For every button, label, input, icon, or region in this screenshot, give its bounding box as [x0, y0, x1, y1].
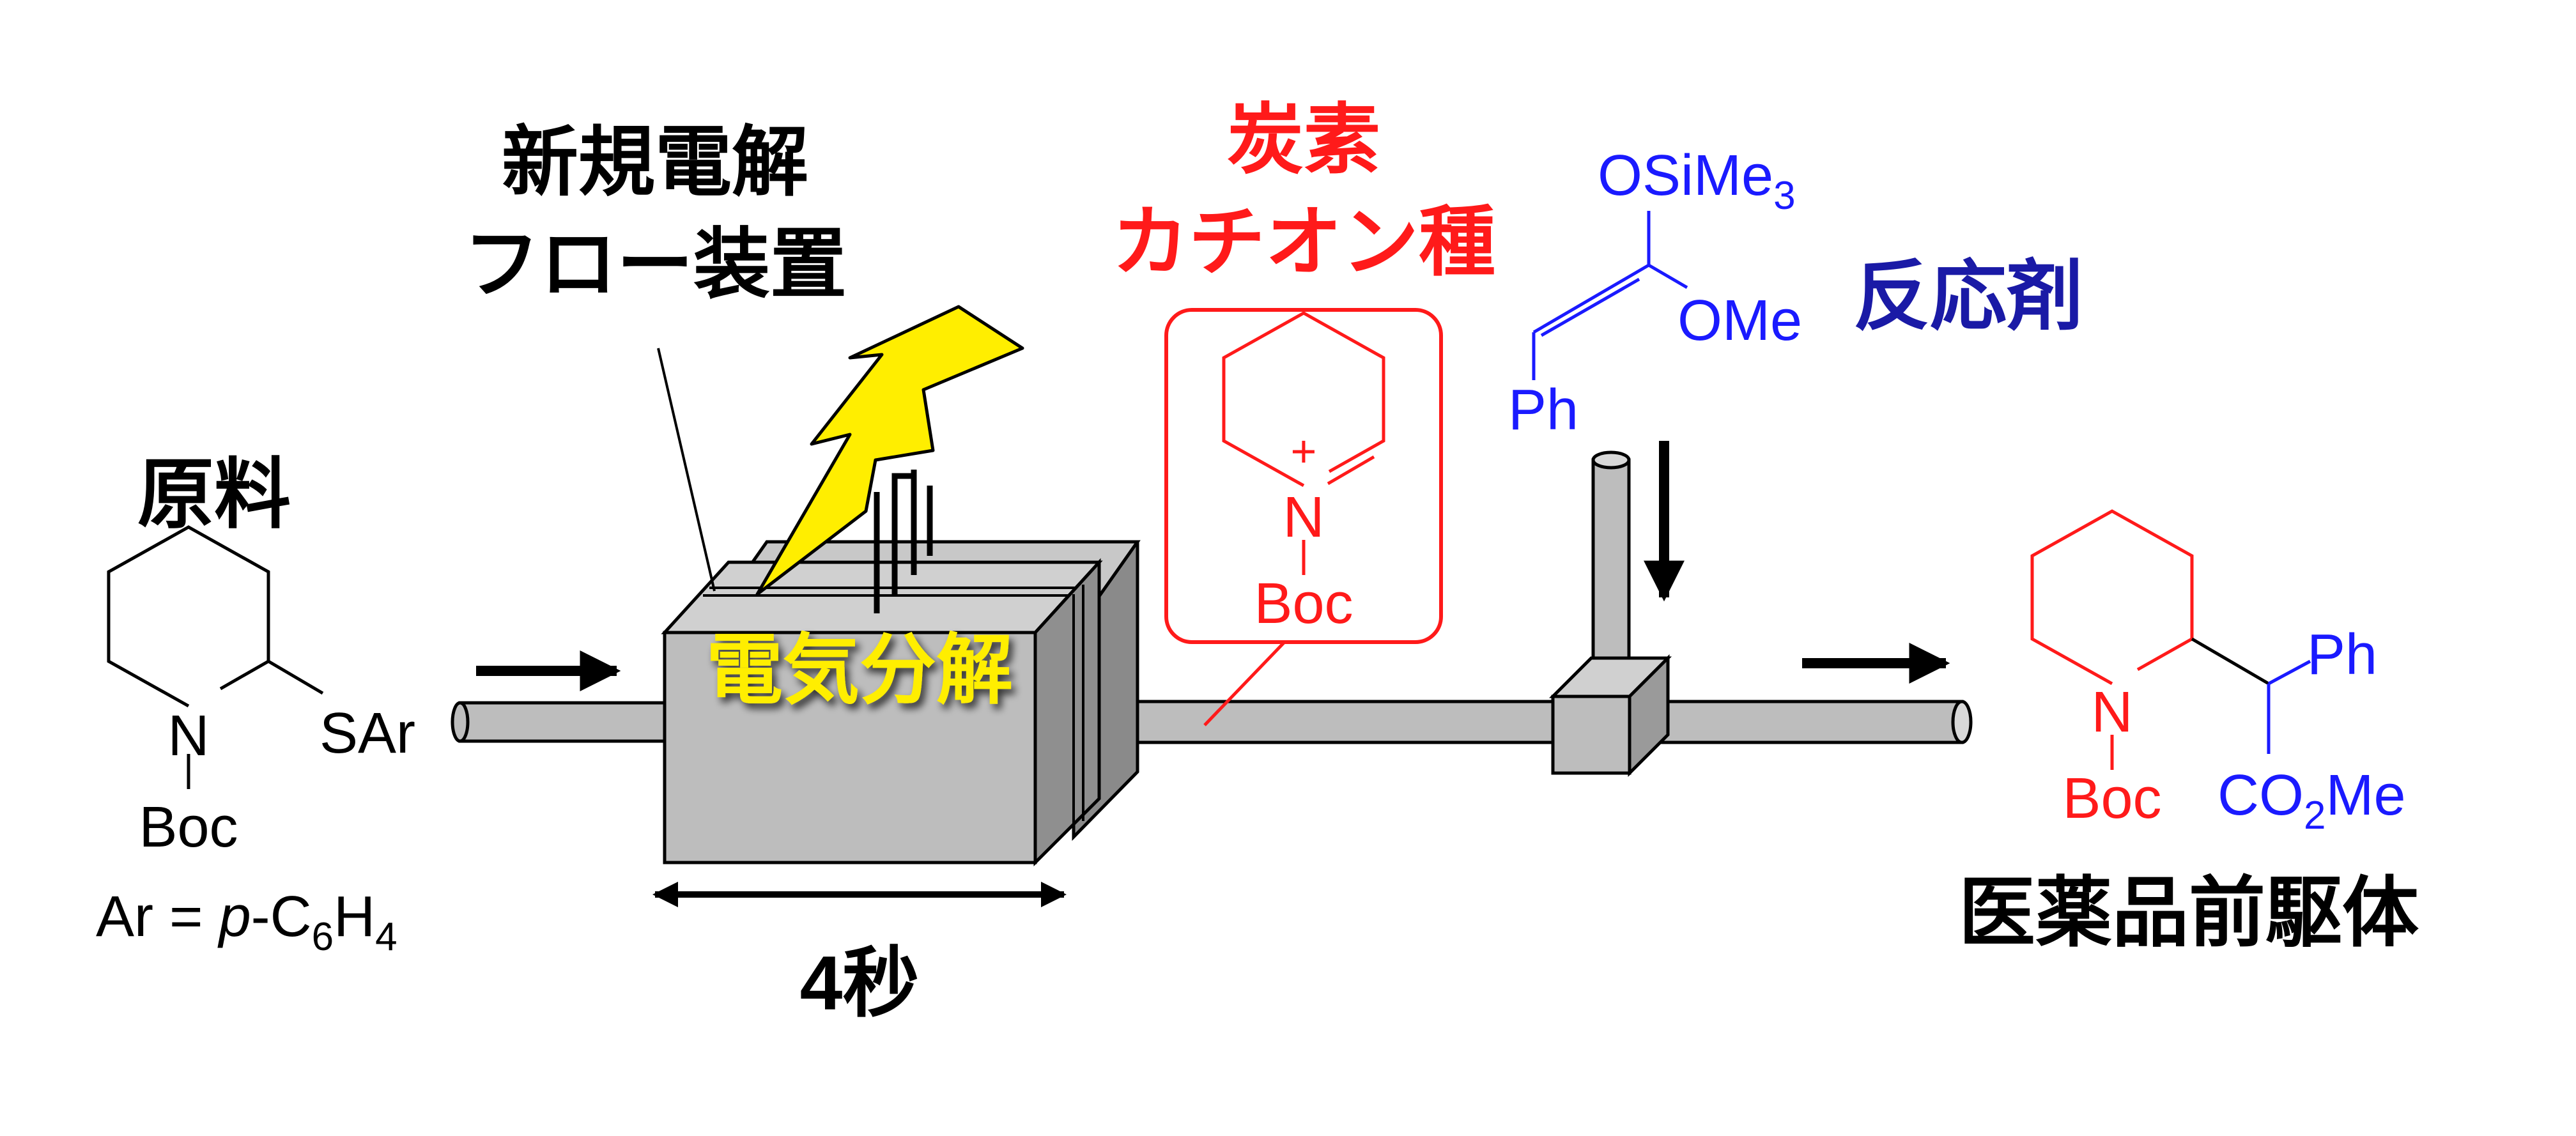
reagent-ome: OMe — [1677, 289, 1802, 353]
reagent-label: 反応剤 — [1853, 254, 2083, 339]
sm-sar: SAr — [320, 702, 415, 765]
reagent-structure — [1532, 211, 1688, 380]
vertical-inlet-tube — [1591, 450, 1631, 673]
device-label-line1: 新規電解 — [502, 119, 808, 205]
sm-nitrogen: N — [168, 704, 210, 768]
inlet-tube — [451, 701, 692, 743]
carbocation-label-line1: 炭素 — [1227, 97, 1380, 183]
carbocation-box — [1164, 308, 1443, 644]
carbocation-structure — [1222, 311, 1385, 575]
starting-material-structure — [107, 525, 324, 789]
carbocation-plus: + — [1291, 426, 1317, 476]
carbocation-nitrogen: N — [1283, 486, 1325, 549]
reagent-ph: Ph — [1508, 378, 1578, 442]
product-side-chain — [2191, 637, 2270, 686]
ar-definition: Ar = p-C6H4 — [96, 885, 397, 959]
product-boc: Boc — [2062, 767, 2161, 831]
carbocation-label-line2: カチオン種 — [1112, 199, 1495, 285]
reagent-osime3: OSiMe3 — [1598, 144, 1796, 218]
product-co2me: CO2Me — [2217, 764, 2406, 838]
product-ph: Ph — [2307, 623, 2377, 687]
electrolysis-cell — [661, 540, 1141, 867]
sm-boc: Boc — [139, 795, 238, 859]
raw-material-label: 原料 — [137, 452, 291, 537]
time-label: 4秒 — [800, 940, 920, 1026]
t-junction-mixer — [1548, 654, 1672, 778]
device-pointer-line — [657, 348, 716, 592]
product-nitrogen: N — [2092, 680, 2133, 744]
product-side-chain-blue — [2267, 659, 2311, 754]
carbocation-boc: Boc — [1254, 572, 1353, 636]
carbocation-pointer-line — [1203, 641, 1286, 726]
electrolysis-label: 電気分解 — [706, 627, 1013, 713]
device-label-line2: フロー装置 — [463, 222, 847, 307]
electrode-wires — [874, 470, 933, 613]
outlet-tube — [1653, 700, 1973, 744]
product-label: 医薬品前駆体 — [1959, 870, 2419, 956]
lightning-bolt-icon — [755, 305, 1024, 596]
